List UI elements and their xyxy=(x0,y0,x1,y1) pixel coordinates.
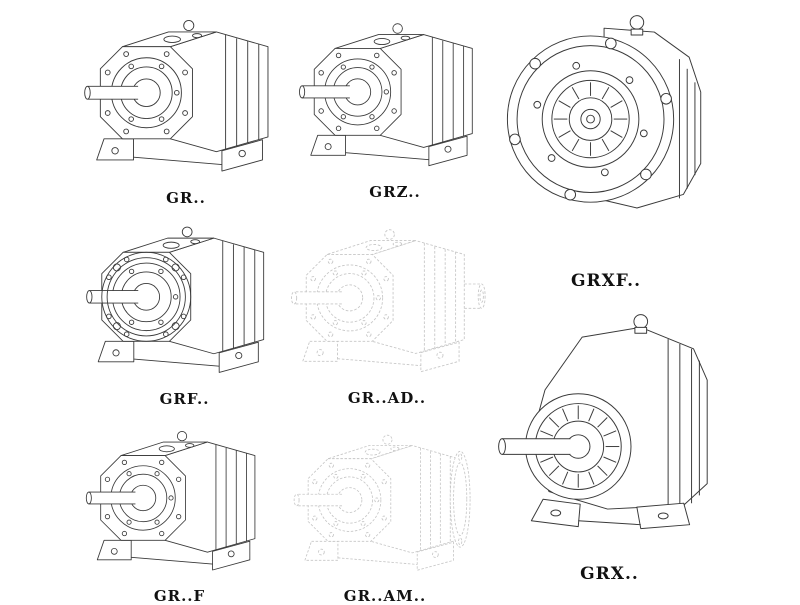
grz-gearbox-drawing xyxy=(299,23,473,167)
grxf-label: GRXF.. xyxy=(570,271,642,291)
figure-gr-am: GR..AM.. xyxy=(290,424,480,605)
gr-ad-gearbox-drawing xyxy=(291,229,486,373)
gr-am-label: GR..AM.. xyxy=(343,587,427,605)
grx-label: GRX.. xyxy=(580,564,639,584)
gr-f-label: GR..F xyxy=(153,587,206,605)
gr-am-gearbox-drawing xyxy=(293,434,471,571)
grf-gearbox-drawing xyxy=(86,226,265,373)
grx-gearbox-drawing xyxy=(498,314,708,530)
grxf-gearbox-drawing xyxy=(506,15,702,209)
grz-label: GRZ.. xyxy=(369,183,421,201)
figure-grxf: GRXF.. xyxy=(490,5,722,291)
grf-label: GRF.. xyxy=(159,390,210,408)
gr-f-gearbox-drawing xyxy=(85,431,256,571)
figure-grz: GRZ.. xyxy=(295,12,495,201)
gr-ad-label: GR..AD.. xyxy=(347,389,427,407)
figure-gr-ad: GR..AD.. xyxy=(287,218,487,407)
gr-gearbox-drawing xyxy=(84,19,269,172)
gr-label: GR.. xyxy=(166,189,206,207)
figure-grf: GRF.. xyxy=(82,215,287,408)
figure-gr-f: GR..F xyxy=(82,420,277,605)
figure-grx: GRX.. xyxy=(492,300,727,584)
figure-gr: GR.. xyxy=(80,8,292,207)
